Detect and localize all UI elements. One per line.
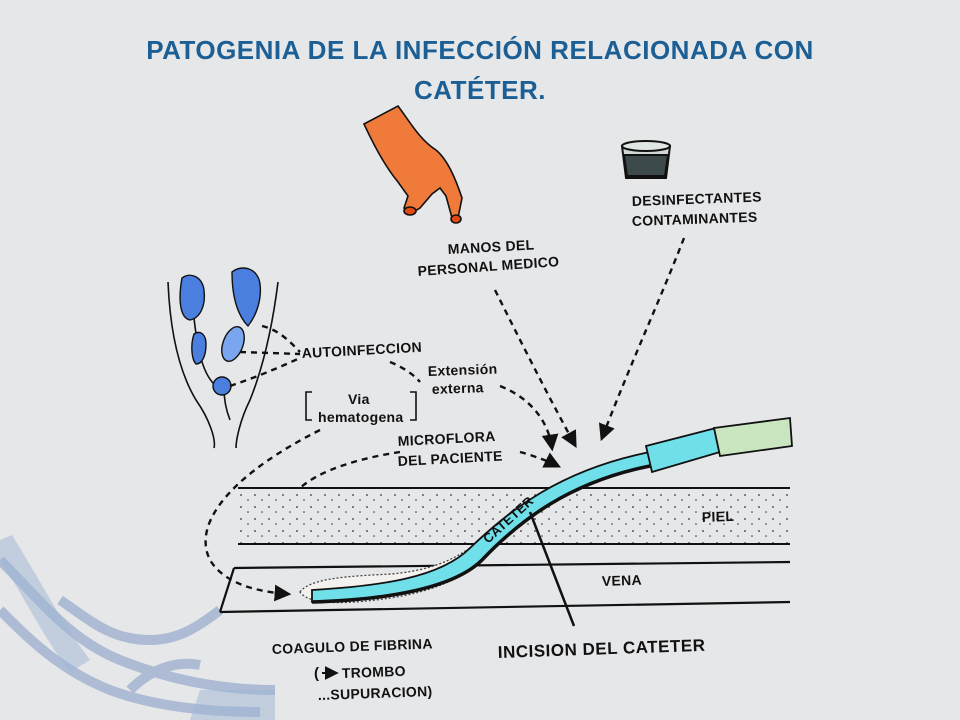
- arrow-autoinfection-2: [239, 350, 301, 356]
- label-hematogena: hematogena: [318, 409, 403, 425]
- page-title-line-2: CATÉTER.: [413, 75, 547, 105]
- label-extension: Extensión: [428, 361, 498, 379]
- label-via: Via: [348, 391, 370, 407]
- label-manos: MANOS DEL: [447, 236, 535, 257]
- label-trombo: TROMBO: [342, 663, 407, 681]
- label-autoinfeccion: AUTOINFECCION: [301, 339, 422, 361]
- arrow-disinfectants: [598, 237, 686, 442]
- catheter: [311, 416, 793, 604]
- organs-icon: [179, 267, 262, 396]
- label-externa: externa: [432, 379, 484, 397]
- label-open-paren: (: [314, 665, 319, 682]
- decorative-swoosh-fill: [0, 535, 275, 720]
- label-contaminantes: CONTAMINANTES: [632, 209, 758, 229]
- label-microflora: MICROFLORA: [397, 428, 496, 449]
- label-del-paciente: DEL PACIENTE: [397, 448, 503, 469]
- arrow-external-extension: [499, 384, 559, 452]
- label-coagulo-fibrina: COAGULO DE FIBRINA: [272, 635, 433, 657]
- arrow-microflora: [519, 450, 562, 468]
- arrow-autoinfection-1: [261, 324, 301, 353]
- incision-pointer: [528, 511, 576, 627]
- disinfectant-cup-icon: [620, 140, 672, 179]
- decorative-swoosh: [0, 556, 276, 717]
- arrow-autoinfection-ext: [389, 360, 421, 383]
- page-title: PATOGENIA DE LA INFECCIÓN RELACIONADA CO…: [40, 30, 920, 110]
- label-personal-medico: PERSONAL MEDICO: [417, 253, 560, 279]
- arrow-microflora-skin: [299, 450, 401, 489]
- contamination-arrows: [204, 237, 686, 602]
- hand-icon: [362, 104, 463, 224]
- label-vena: VENA: [602, 572, 643, 589]
- page-title-line-1: PATOGENIA DE LA INFECCIÓN RELACIONADA CO…: [146, 35, 814, 65]
- label-piel: PIEL: [702, 508, 735, 525]
- label-desinfectantes: DESINFECTANTES: [632, 188, 762, 209]
- label-incision-cateter: INCISION DEL CATETER: [497, 636, 705, 662]
- label-supuracion: ...SUPURACION): [318, 683, 433, 703]
- arrow-autoinfection-3: [229, 356, 301, 388]
- arrow-hands: [493, 289, 577, 448]
- vein-layer: [218, 560, 791, 614]
- via-hematogena-brackets: [305, 391, 417, 421]
